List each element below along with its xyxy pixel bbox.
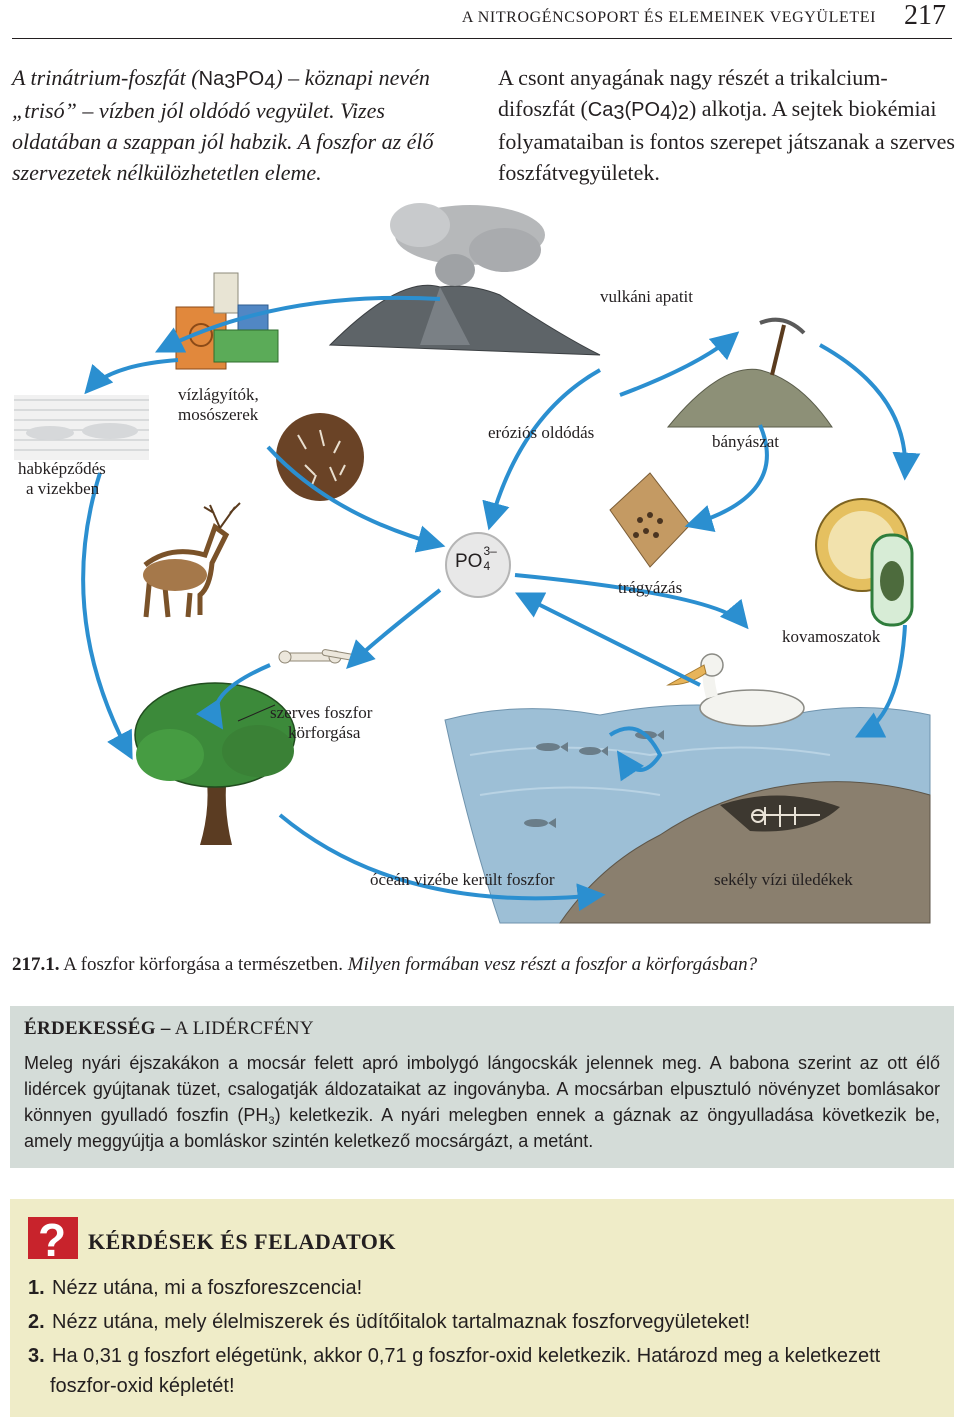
label-leader-line [237,704,276,722]
phosphorus-cycle-illustration [14,203,931,924]
label-shallow-sediments: sekély vízi üledékek [714,870,853,889]
pelican-icon [666,653,805,727]
question-mark-icon: ? [28,1214,78,1266]
phosphate-grains-icon [276,413,364,501]
label-erosion: eróziós oldódás [488,423,595,442]
figure-number: 217.1. [12,954,60,975]
phosphorus-cycle-diagram: vulkáni apatit vízlágyítók, mosószerek h… [0,195,960,925]
detergent-boxes-icon [175,272,279,370]
label-ocean-phosphorus: óceán vizébe került foszfor [370,870,555,889]
task-item: 2.Nézz utána, mely élelmiszerek és üdítő… [28,1311,751,1333]
label-foaming-line2: a vizekben [26,479,100,498]
questions-tasks-box: ? KÉRDÉSEK ÉS FELADATOK 1.Nézz utána, mi… [10,1199,954,1417]
volcano-icon [328,203,601,356]
label-fertilizing: trágyázás [618,578,683,597]
interest-body: Meleg nyári éjszakákon a mocsár felett a… [24,1053,941,1151]
deer-icon [143,502,241,618]
tasks-title: KÉRDÉSEK ÉS FELADATOK [88,1229,396,1254]
fish-icon [524,730,664,828]
diatom-icon [815,498,914,627]
label-softeners-line2: mosószerek [178,405,259,424]
interest-title: ÉRDEKESSÉG – A LIDÉRCFÉNY [24,1018,314,1039]
page-number: 217 [904,0,946,31]
fertilizer-bag-icon [609,472,691,568]
seabed-sediment-illustration [559,781,931,924]
label-organic-cycle-line2: körforgása [288,723,361,742]
intro-left-paragraph: A trinátrium-foszfát (Na3PO4) – köznapi … [12,65,434,185]
figure-caption-text: A foszfor körforgása a természetben. [63,954,343,975]
figure-caption: 217.1. A foszfor körforgása a természetb… [12,954,952,976]
running-title: A NITROGÉNCSOPORT ÉS ELEMEINEK VEGYÜLETE… [461,9,876,26]
tree-icon [134,682,296,845]
phosphate-ion-node [445,532,511,598]
interest-box: ÉRDEKESSÉG – A LIDÉRCFÉNY Meleg nyári éj… [10,1006,954,1168]
task-item: 1.Nézz utána, mi a foszforeszcencia! [28,1277,363,1299]
intro-right-paragraph: A csont anyagának nagy részét a trikalci… [498,65,955,185]
task-item: 3.Ha 0,31 g foszfort elégetünk, akkor 0,… [28,1345,881,1397]
foam-icon [14,395,149,460]
cycle-arrows [81,295,921,912]
running-header: A NITROGÉNCSOPORT ÉS ELEMEINEK VEGYÜLETE… [12,0,952,39]
label-volcanic-apatite: vulkáni apatit [600,287,694,306]
label-mining: bányászat [712,432,780,451]
label-diatoms: kovamoszatok [782,627,881,646]
bones-icon [278,649,357,664]
label-foaming-line1: habképződés [18,459,106,478]
label-softeners-line1: vízlágyítók, [178,385,259,404]
tasks-list: 1.Nézz utána, mi a foszforeszcencia! 2.N… [28,1273,940,1405]
mining-pile-icon [666,317,833,428]
figure-caption-question: Milyen formában vesz részt a foszfor a k… [347,954,758,975]
label-organic-cycle-line1: szerves foszfor [270,703,373,722]
